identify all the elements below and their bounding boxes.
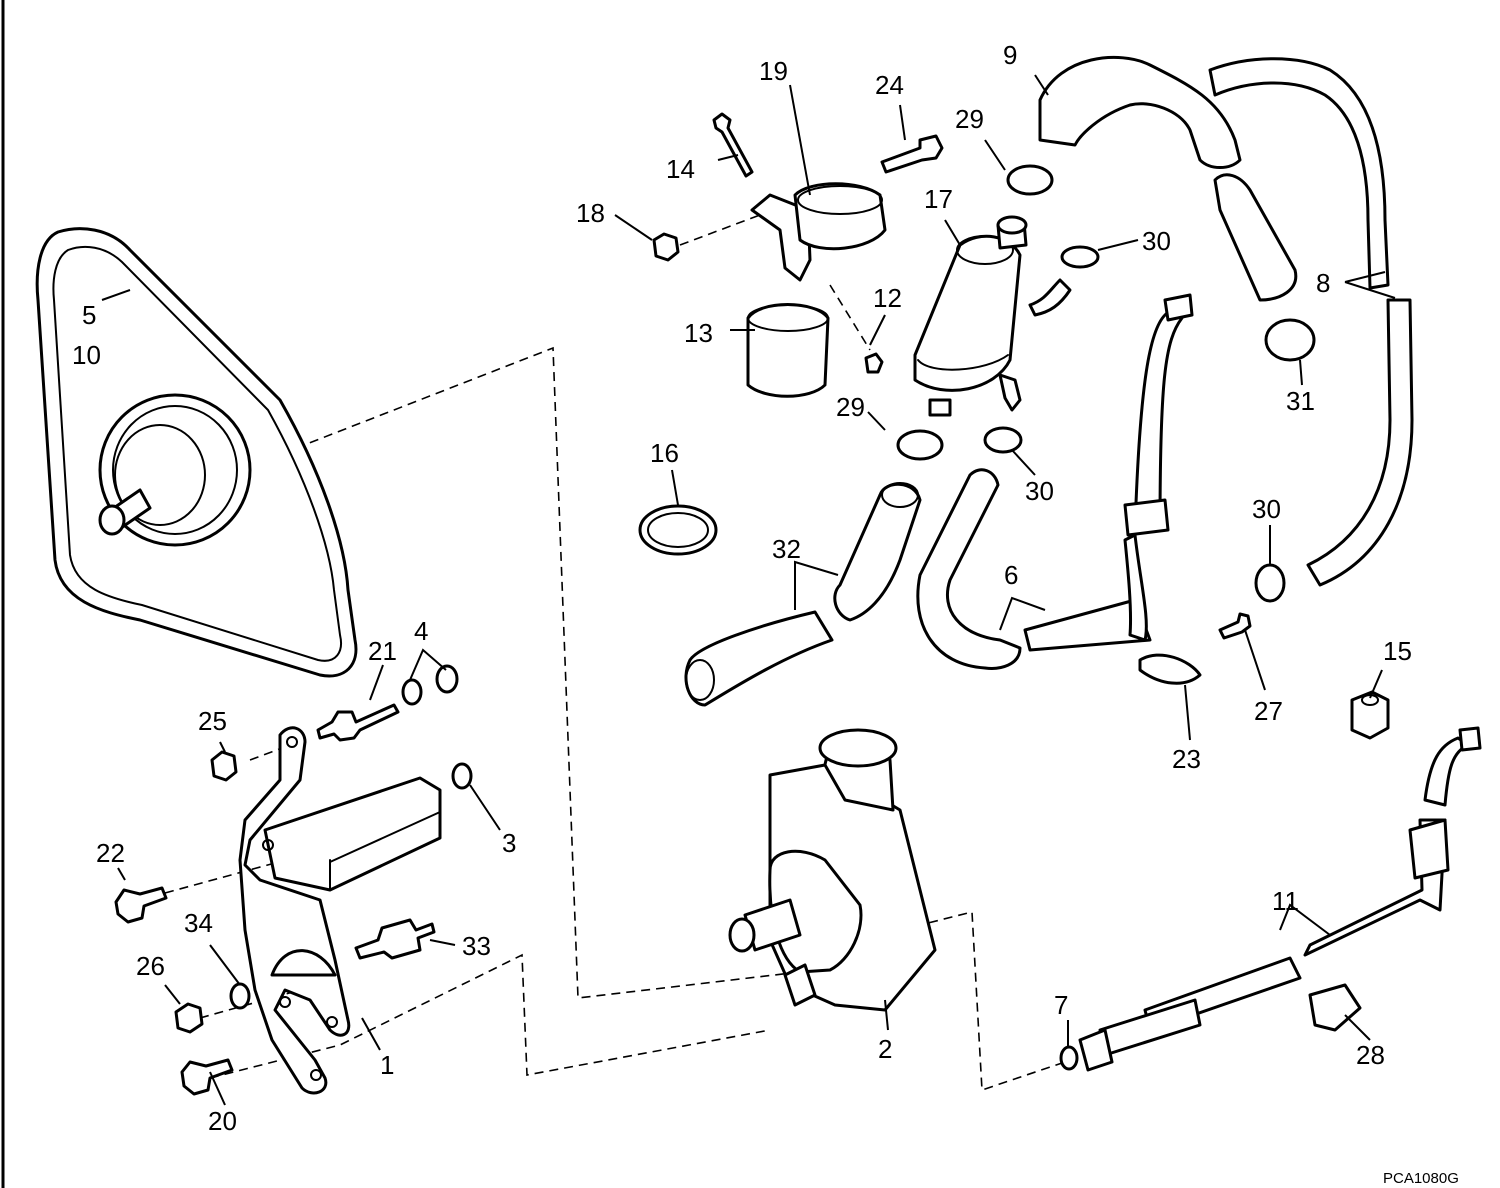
callout-6: 6 [1004,560,1018,590]
callout-30-right: 30 [1252,494,1281,524]
callout-28: 28 [1356,1040,1385,1070]
callout-2: 2 [878,1034,892,1064]
callout-29-upper: 29 [955,104,984,134]
callout-12: 12 [873,283,902,313]
callout-13: 13 [684,318,713,348]
callout-14: 14 [666,154,695,184]
callout-20: 20 [208,1106,237,1136]
callout-10: 10 [72,340,101,370]
callout-9: 9 [1003,40,1017,70]
callout-11: 11 [1272,886,1299,916]
callout-25: 25 [198,706,227,736]
callout-21: 21 [368,636,397,666]
callout-30-middle: 30 [1025,476,1054,506]
hardware [114,112,1390,1096]
callout-15: 15 [1383,636,1412,666]
callout-33: 33 [462,931,491,961]
callout-16: 16 [650,438,679,468]
callout-32: 32 [772,534,801,564]
callout-19: 19 [759,56,788,86]
reservoir-bracket [746,182,887,398]
callout-7: 7 [1054,990,1068,1020]
callout-5: 5 [82,300,96,330]
hose-clamps [638,164,1362,1032]
callout-30-upper: 30 [1142,226,1171,256]
pulley [98,393,252,547]
callout-31: 31 [1286,386,1315,416]
callouts: 1 2 3 4 5 6 7 8 9 10 11 12 13 14 15 16 1… [72,40,1412,1136]
callout-22: 22 [96,838,125,868]
mounting-bracket [238,726,442,1095]
callout-8: 8 [1316,268,1330,298]
leader-lines [101,74,1396,1106]
callout-34: 34 [184,908,213,938]
callout-18: 18 [576,198,605,228]
callout-23: 23 [1172,744,1201,774]
hoses [684,55,1482,1072]
callout-26: 26 [136,951,165,981]
drawing-code: PCA1080G [1383,1170,1459,1187]
callout-3: 3 [502,828,516,858]
callout-17: 17 [924,184,953,214]
filter-canister [913,215,1072,417]
callout-4: 4 [414,616,428,646]
callout-24: 24 [875,70,904,100]
callout-27: 27 [1254,696,1283,726]
power-steering-pump [728,728,937,1012]
callout-1: 1 [380,1050,394,1080]
callout-29-lower: 29 [836,392,865,422]
